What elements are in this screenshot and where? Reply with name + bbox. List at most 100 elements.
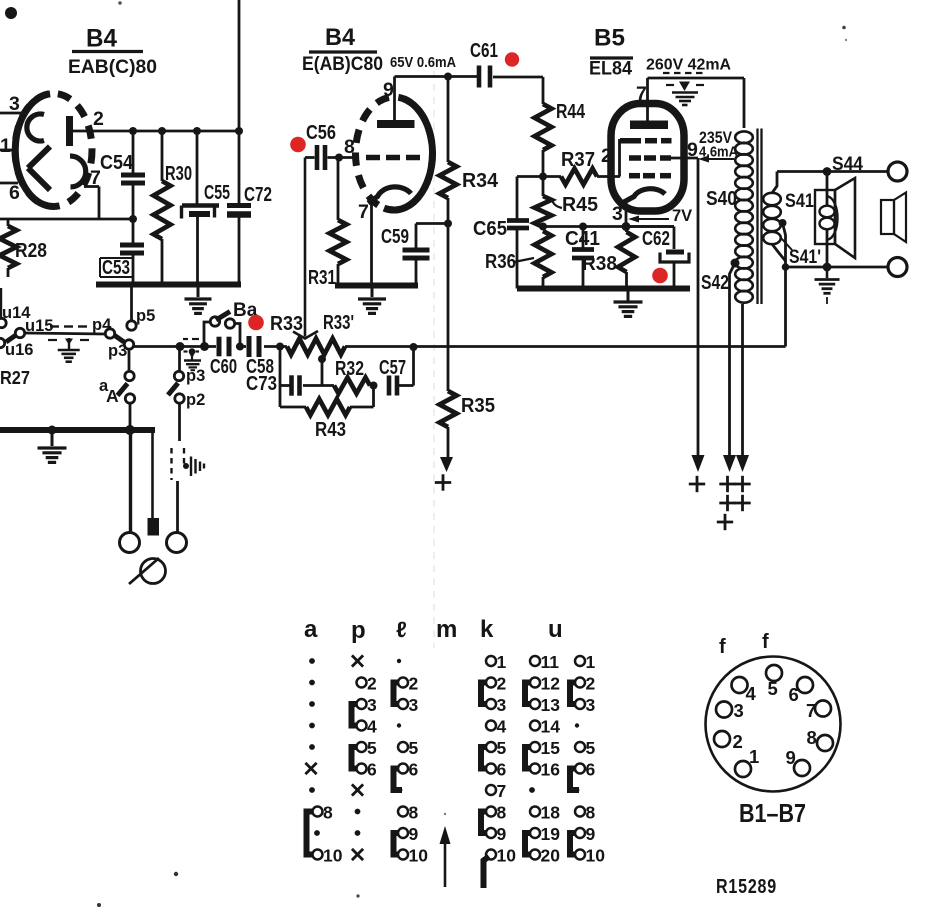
svg-text:8: 8 — [586, 803, 596, 823]
svg-text:B4: B4 — [86, 25, 117, 53]
svg-text:3: 3 — [734, 700, 744, 721]
svg-text:7: 7 — [90, 167, 101, 189]
svg-text:8: 8 — [323, 803, 333, 823]
svg-text:9: 9 — [586, 824, 596, 844]
svg-text:14: 14 — [541, 717, 561, 737]
svg-text:15: 15 — [541, 738, 561, 758]
svg-text:C57: C57 — [379, 356, 406, 379]
svg-text:S42: S42 — [701, 271, 729, 294]
svg-text:S44: S44 — [832, 153, 863, 175]
svg-text:9: 9 — [786, 747, 796, 768]
svg-text:13: 13 — [541, 695, 561, 715]
svg-text:5: 5 — [409, 738, 419, 758]
svg-text:C53: C53 — [102, 256, 130, 279]
svg-text:EAB(C)80: EAB(C)80 — [68, 56, 157, 78]
svg-text:5: 5 — [768, 678, 778, 699]
svg-text:E(AB)C80: E(AB)C80 — [302, 54, 383, 75]
svg-text:EL84: EL84 — [589, 58, 632, 80]
svg-text:6: 6 — [367, 760, 377, 780]
svg-text:R35: R35 — [461, 394, 495, 417]
svg-text:6: 6 — [789, 684, 799, 705]
svg-text:2: 2 — [367, 674, 377, 694]
svg-text:C62: C62 — [642, 227, 670, 250]
svg-text:1: 1 — [749, 746, 759, 767]
svg-text:p2: p2 — [186, 391, 205, 409]
svg-text:k: k — [480, 616, 494, 643]
svg-text:10: 10 — [497, 846, 517, 866]
svg-text:7: 7 — [806, 700, 816, 721]
svg-text:u14: u14 — [2, 304, 31, 322]
svg-text:8: 8 — [409, 803, 419, 823]
svg-text:3: 3 — [367, 695, 377, 715]
svg-text:R28: R28 — [15, 239, 47, 262]
svg-text:4: 4 — [367, 717, 377, 737]
svg-text:9: 9 — [497, 824, 507, 844]
svg-text:R36: R36 — [485, 250, 516, 273]
svg-text:R32: R32 — [335, 357, 364, 380]
svg-text:12: 12 — [541, 674, 561, 694]
svg-text:6: 6 — [586, 760, 596, 780]
svg-text:6: 6 — [409, 760, 419, 780]
svg-text:260V 42mA: 260V 42mA — [646, 57, 731, 74]
svg-text:3: 3 — [612, 203, 623, 225]
svg-text:A: A — [106, 386, 119, 406]
svg-text:R38: R38 — [582, 252, 617, 275]
svg-text:R37: R37 — [561, 148, 595, 171]
svg-text:a: a — [304, 616, 318, 643]
svg-text:Ba: Ba — [233, 300, 258, 321]
svg-text:9: 9 — [687, 139, 698, 161]
svg-text:C73: C73 — [246, 372, 277, 395]
svg-text:u16: u16 — [5, 341, 33, 359]
svg-text:10: 10 — [586, 846, 606, 866]
svg-text:5: 5 — [586, 738, 596, 758]
svg-text:S41: S41 — [785, 190, 814, 212]
svg-text:C58: C58 — [246, 355, 274, 378]
svg-text:C61: C61 — [470, 39, 498, 62]
svg-text:R45: R45 — [562, 193, 598, 216]
svg-text:2: 2 — [497, 674, 507, 694]
svg-text:1: 1 — [497, 652, 507, 672]
svg-text:f: f — [719, 636, 726, 658]
svg-text:u15: u15 — [25, 317, 53, 335]
svg-text:18: 18 — [541, 803, 561, 823]
svg-text:R30: R30 — [165, 162, 192, 185]
svg-text:C56: C56 — [306, 121, 336, 144]
svg-text:B4: B4 — [325, 24, 356, 51]
svg-text:R15289: R15289 — [716, 876, 777, 898]
svg-text:p5: p5 — [136, 307, 155, 325]
svg-text:6: 6 — [9, 182, 20, 204]
svg-text:B1–B7: B1–B7 — [739, 798, 806, 828]
svg-text:7: 7 — [636, 83, 647, 105]
svg-text:R43: R43 — [315, 418, 346, 441]
svg-text:C41: C41 — [565, 227, 600, 250]
svg-text:10: 10 — [409, 846, 429, 866]
svg-text:9: 9 — [409, 824, 419, 844]
svg-text:f: f — [762, 631, 769, 653]
svg-text:p: p — [351, 617, 366, 644]
svg-text:R33: R33 — [270, 312, 303, 335]
svg-text:R33': R33' — [323, 311, 354, 334]
svg-text:3: 3 — [409, 695, 419, 715]
svg-text:4: 4 — [497, 717, 507, 737]
svg-text:3: 3 — [586, 695, 596, 715]
svg-text:3: 3 — [497, 695, 507, 715]
svg-text:1: 1 — [0, 135, 11, 157]
svg-text:7: 7 — [358, 201, 369, 223]
svg-text:R44: R44 — [556, 100, 585, 123]
svg-text:C55: C55 — [204, 181, 230, 204]
svg-text:4: 4 — [746, 683, 757, 704]
svg-text:1: 1 — [586, 652, 596, 672]
svg-text:2: 2 — [733, 731, 743, 752]
svg-text:6: 6 — [497, 760, 507, 780]
svg-text:S40: S40 — [706, 187, 737, 210]
svg-text:8: 8 — [807, 727, 817, 748]
svg-text:p3: p3 — [186, 367, 205, 385]
svg-text:20: 20 — [541, 846, 561, 866]
svg-text:2: 2 — [409, 674, 419, 694]
svg-text:8: 8 — [344, 136, 355, 158]
svg-text:C65: C65 — [473, 217, 507, 240]
svg-text:16: 16 — [541, 760, 561, 780]
svg-text:C60: C60 — [210, 355, 237, 378]
svg-text:C54: C54 — [100, 151, 134, 174]
svg-text:7: 7 — [497, 781, 507, 801]
